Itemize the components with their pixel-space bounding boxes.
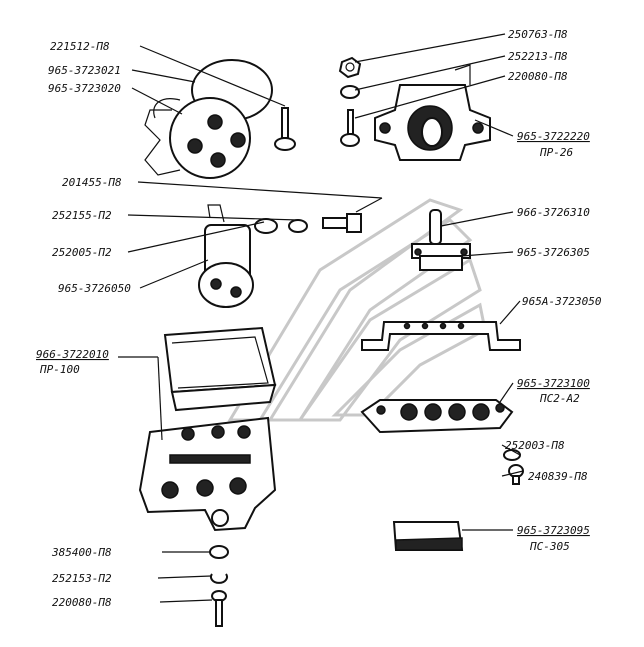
label-3722220: 965-3722220 (517, 130, 590, 143)
label-3726050: 965-3726050 (58, 282, 131, 295)
lock-washer-252153 (210, 573, 228, 584)
label-3723100-type: ПС2-А2 (539, 392, 580, 405)
nut-250763 (338, 56, 362, 79)
label-220080-bottom: 220080-П8 (52, 596, 112, 609)
part-labels: 221512-П8 965-3723021 965-3723020 201455… (36, 28, 602, 609)
label-3722220-type: ПР-26 (539, 146, 573, 159)
leader-lines (118, 33, 524, 603)
label-3726305: 965-3726305 (517, 246, 590, 259)
screw-221512 (274, 107, 296, 151)
label-240839: 240839-П8 (528, 470, 588, 483)
fuse-box-cover (163, 326, 277, 412)
washer-252005 (254, 218, 278, 234)
label-3726310: 966-3726310 (517, 206, 590, 219)
fuse-insert-3723095 (392, 521, 464, 551)
washer-252213 (340, 85, 360, 99)
screw-220080-top (340, 109, 360, 147)
washer-385400 (209, 545, 229, 559)
screw-220080-bottom (211, 590, 227, 627)
toggle-switch (411, 209, 471, 271)
label-252153: 252153-П2 (52, 572, 112, 585)
label-220080-top: 220080-П8 (508, 70, 568, 83)
label-221512: 221512-П8 (50, 40, 110, 53)
fuse-box-base (138, 416, 277, 532)
label-3723095-type: ПС-305 (529, 540, 570, 553)
switch-assembly-top-right (374, 64, 491, 161)
bracket-3723050 (361, 321, 521, 351)
screw-240839 (508, 464, 524, 485)
label-385400: 385400-П8 (51, 546, 112, 559)
washer-252155 (288, 219, 308, 233)
label-201455: 201455-П8 (62, 176, 122, 189)
relay-assembly-top-left (144, 59, 273, 179)
label-3723100: 965-3723100 (517, 377, 590, 390)
relay-cylinder-3726050 (198, 204, 254, 308)
label-3722010: 966-3722010 (36, 348, 109, 361)
label-3723050: 965А-3723050 (522, 295, 602, 308)
label-3723020: 965-3723020 (48, 82, 121, 95)
label-3722010-type: ПР-100 (39, 363, 80, 376)
bolt-201455 (322, 213, 362, 233)
fuse-block-3723100 (360, 399, 514, 434)
label-3723095: 965-3723095 (517, 524, 590, 537)
label-250763: 250763-П8 (508, 28, 568, 41)
label-252003: 252003-П8 (505, 439, 565, 452)
label-3723021: 965-3723021 (48, 64, 121, 77)
label-252005: 252005-П2 (52, 246, 112, 259)
label-252213: 252213-П8 (508, 50, 568, 63)
label-252155: 252155-П2 (52, 209, 112, 222)
